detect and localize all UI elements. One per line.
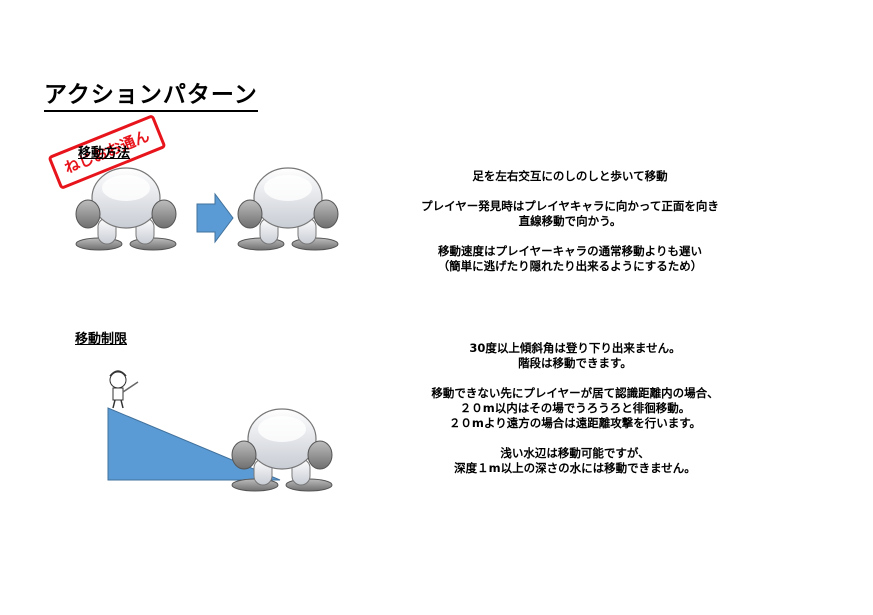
description-line: 30度以上傾斜角は登り下り出来ません。 (469, 341, 681, 355)
robot-creature-icon (237, 167, 339, 251)
description-line: ２０m以内はその場でうろうろと徘徊移動。 (459, 401, 691, 415)
description-line: 直線移動で向かう。 (518, 214, 622, 228)
description-line: 浅い水辺は移動可能ですが、 (500, 446, 650, 460)
description-line: 移動速度はプレイヤーキャラの通常移動よりも遅い (438, 244, 702, 258)
movement-description: 足を左右交互にのしのしと歩いて移動プレイヤー発見時はプレイヤキャラに向かって正面… (400, 169, 740, 274)
blank-line (400, 371, 750, 386)
description-line: 階段は移動できます。 (518, 356, 632, 370)
description-line: 足を左右交互にのしのしと歩いて移動 (472, 169, 668, 183)
blank-line (400, 184, 740, 199)
description-line: 移動できない先にプレイヤーが居て認識距離内の場合、 (431, 386, 719, 400)
description-line: ２０mより遠方の場合は遠距離攻撃を行います。 (448, 416, 702, 430)
description-line: 深度１m以上の深さの水には移動できません。 (454, 461, 696, 475)
right-arrow-icon (196, 192, 234, 244)
limit-description: 30度以上傾斜角は登り下り出来ません。階段は移動できます。移動できない先にプレイ… (400, 341, 750, 476)
page-title: アクションパターン (44, 82, 258, 112)
movement-heading: 移動方法 (78, 146, 131, 161)
limit-heading: 移動制限 (75, 332, 128, 347)
description-line: プレイヤー発見時はプレイヤキャラに向かって正面を向き (421, 199, 719, 213)
blank-line (400, 431, 750, 446)
robot-creature-icon (75, 167, 177, 251)
description-line: （簡単に逃げたり隠れたり出来るようにするため） (437, 259, 703, 273)
blank-line (400, 229, 740, 244)
player-character-icon (109, 370, 139, 409)
